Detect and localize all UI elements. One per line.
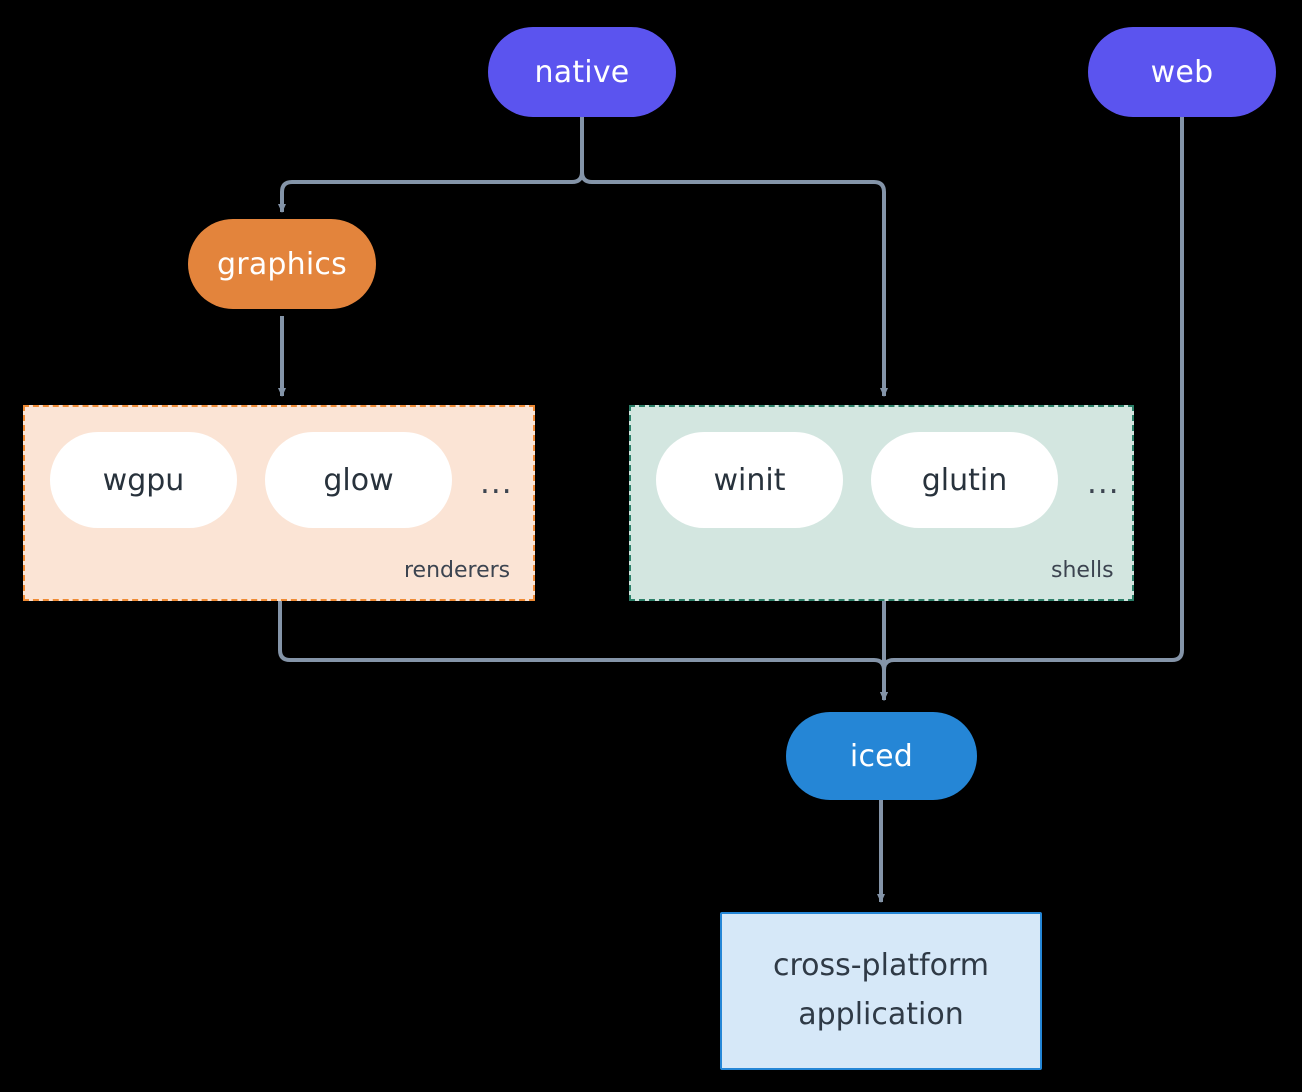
leaf-pill-glow-label: glow: [323, 462, 394, 498]
edge-web-to-iced: [880, 117, 1184, 701]
node-iced[interactable]: iced: [786, 712, 977, 800]
shells-overflow-ellipsis: ...: [1087, 465, 1120, 501]
node-web-label: web: [1150, 54, 1214, 90]
node-graphics-label: graphics: [217, 246, 347, 282]
leaf-pill-glutin-label: glutin: [921, 462, 1008, 498]
node-iced-label: iced: [849, 738, 914, 774]
group-shells-caption: shells: [1051, 558, 1114, 583]
node-application[interactable]: cross-platform application: [720, 912, 1042, 1070]
edge-renderers-to-iced: [278, 601, 888, 701]
edge-native-to-graphics: [278, 117, 584, 213]
leaf-pill-wgpu-label: wgpu: [102, 462, 185, 498]
leaf-pill-glutin[interactable]: glutin: [871, 432, 1058, 528]
group-renderers-caption: renderers: [404, 558, 511, 583]
node-web[interactable]: web: [1088, 27, 1276, 117]
node-graphics[interactable]: graphics: [188, 219, 376, 309]
node-native-label: native: [534, 54, 630, 90]
renderers-overflow-ellipsis: ...: [480, 465, 513, 501]
leaf-pill-winit-label: winit: [713, 462, 786, 498]
leaf-pill-wgpu[interactable]: wgpu: [50, 432, 237, 528]
leaf-pill-glow[interactable]: glow: [265, 432, 452, 528]
node-native[interactable]: native: [488, 27, 676, 117]
node-application-label: cross-platform application: [772, 948, 990, 1032]
edge-native-to-shells: [580, 117, 888, 397]
leaf-pill-winit[interactable]: winit: [656, 432, 843, 528]
